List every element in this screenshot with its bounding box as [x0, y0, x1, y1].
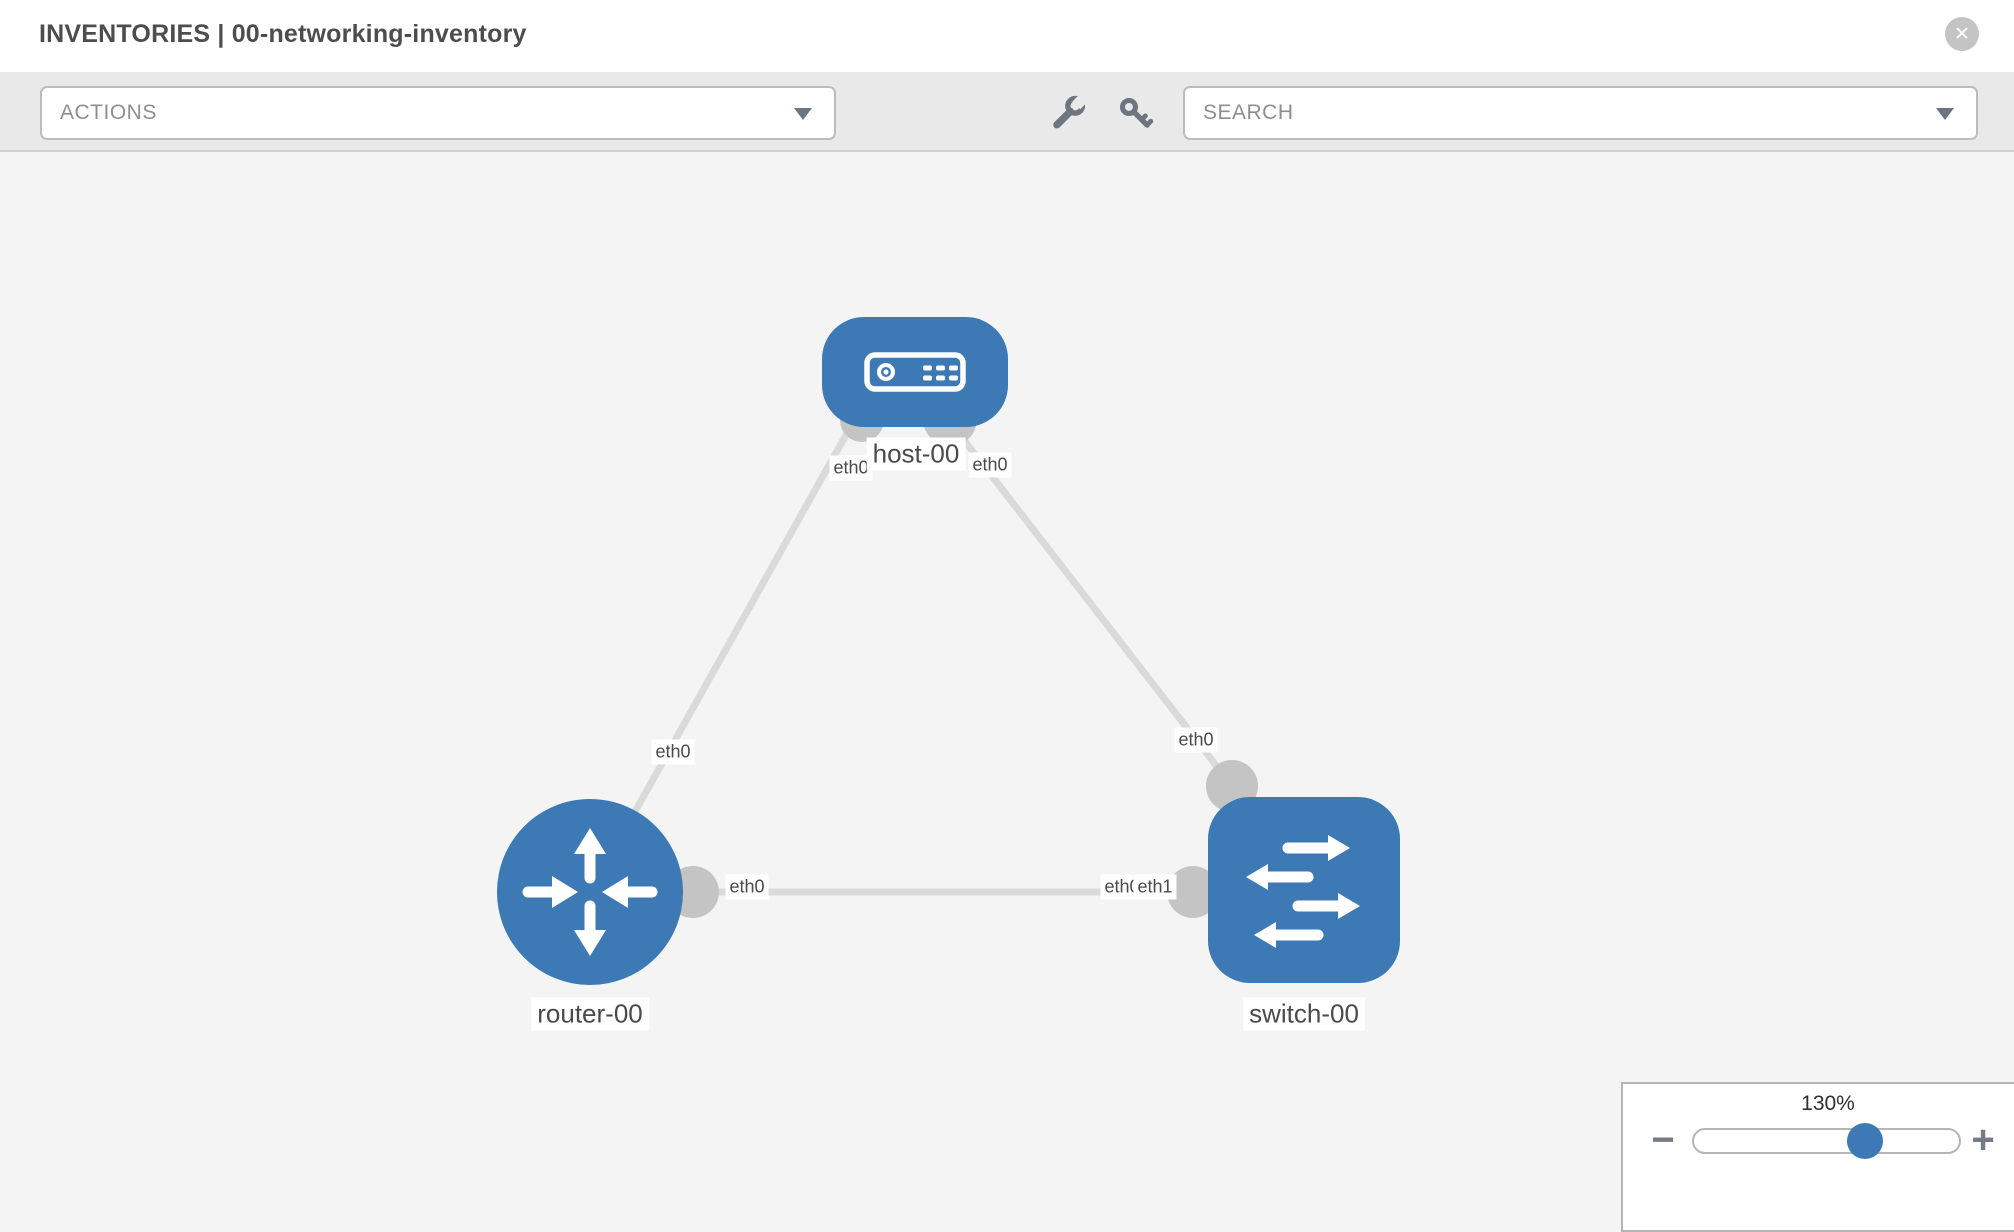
zoom-in-button[interactable]: + [1963, 1112, 2003, 1168]
chevron-down-icon [1936, 108, 1954, 120]
node-router-00[interactable] [497, 799, 683, 985]
zoom-slider-track[interactable] [1692, 1128, 1961, 1154]
interface-label: eth0 [725, 874, 769, 900]
actions-dropdown[interactable]: ACTIONS [40, 86, 836, 140]
node-label: switch-00 [1243, 997, 1365, 1031]
node-label: router-00 [531, 997, 649, 1031]
link-host-00-switch-00[interactable] [947, 419, 1235, 789]
switch-icon [1246, 835, 1360, 948]
zoom-panel: 130% − + [1621, 1082, 2014, 1232]
host-icon [864, 352, 966, 392]
interface-label: eth0 [968, 452, 1012, 478]
zoom-percent-label: 130% [1801, 1092, 1855, 1115]
wrench-icon [1053, 94, 1087, 129]
zoom-out-button[interactable]: − [1643, 1112, 1683, 1168]
interface-label: eth0 [1174, 727, 1218, 753]
node-host-00[interactable] [822, 317, 1008, 427]
interface-connector [1167, 866, 1219, 918]
search-dropdown[interactable]: SEARCH [1183, 86, 1978, 140]
app-header: INVENTORIES | 00-networking-inventory ✕ [0, 0, 2014, 72]
chevron-down-icon [794, 108, 812, 120]
configure-button[interactable] [1041, 86, 1095, 140]
interface-label: eth0 [651, 739, 695, 765]
router-icon [522, 828, 658, 956]
page-title: INVENTORIES | 00-networking-inventory [39, 20, 527, 48]
topology-svg [497, 317, 1400, 985]
zoom-slider-handle[interactable] [1847, 1123, 1883, 1159]
close-button[interactable]: ✕ [1945, 17, 1979, 51]
close-icon: ✕ [1954, 23, 1970, 45]
actions-dropdown-label: ACTIONS [60, 101, 157, 124]
plus-icon: + [1971, 1117, 1995, 1162]
interface-label: eth1 [1133, 874, 1177, 900]
search-placeholder: SEARCH [1203, 101, 1294, 124]
interface-label: eth0 [829, 455, 873, 481]
node-label: host-00 [866, 437, 966, 471]
minus-icon: − [1651, 1117, 1675, 1162]
key-icon [1119, 97, 1154, 128]
link-host-00-router-00[interactable] [586, 390, 874, 894]
toolbar: ACTIONS SEARCH [0, 72, 2014, 152]
credentials-button[interactable] [1108, 86, 1162, 140]
node-switch-00[interactable] [1208, 797, 1400, 983]
